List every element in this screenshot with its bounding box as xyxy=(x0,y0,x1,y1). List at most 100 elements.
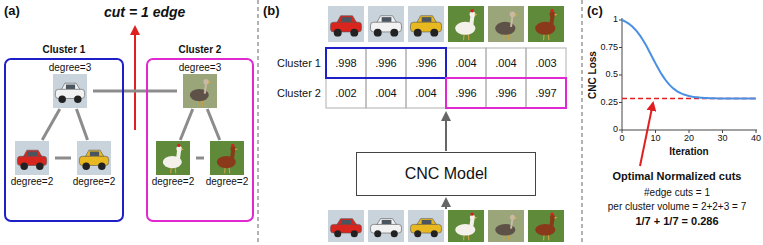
photo-thumbnail xyxy=(528,210,564,242)
axis-tick-mark xyxy=(619,102,622,103)
car-wheel xyxy=(374,230,381,237)
bird-neck xyxy=(471,219,472,229)
car-window xyxy=(422,17,432,22)
loss-curve xyxy=(622,20,756,99)
graph-edge xyxy=(76,109,87,140)
photo-background xyxy=(210,141,244,175)
table-grid xyxy=(486,48,526,78)
panel-letter: (b) xyxy=(263,4,280,18)
bird-beak xyxy=(235,148,238,150)
axis-tick: 0 xyxy=(613,125,618,135)
car-wheel xyxy=(414,230,421,237)
graph-edge xyxy=(55,157,71,160)
car-wheel xyxy=(58,95,65,102)
car-roof xyxy=(377,16,397,23)
car-roof xyxy=(417,16,437,23)
image-node: degree=2 xyxy=(71,140,117,187)
table-cell: .004 xyxy=(495,57,516,69)
photo-thumbnail xyxy=(368,210,404,242)
photo-background xyxy=(528,6,564,42)
table-cell: .002 xyxy=(335,87,356,99)
bird-neck xyxy=(178,150,179,161)
car-wheel xyxy=(98,162,105,169)
bird-beak xyxy=(475,217,478,219)
table-grid xyxy=(406,48,446,78)
cut-arrow xyxy=(134,27,136,130)
bird-beak xyxy=(475,14,478,16)
axis-title: CNC Loss xyxy=(587,51,598,99)
cluster-highlight xyxy=(326,48,446,78)
axis-tick: 0.75 xyxy=(600,43,618,53)
table-cell: .996 xyxy=(455,87,476,99)
axis-tick-mark xyxy=(756,130,757,133)
axis-tick: 0 xyxy=(619,134,624,144)
axis-tick: 0.25 xyxy=(600,98,618,108)
cut-annotation: cut = 1 edge xyxy=(104,5,185,20)
cluster-region: Cluster 2degree=3degree=2degree=2 xyxy=(146,58,254,222)
bird-neck xyxy=(551,16,552,27)
car-wheel xyxy=(36,162,43,169)
photo-background xyxy=(488,6,524,42)
photo-thumbnail xyxy=(448,210,484,242)
table-cell: .996 xyxy=(415,57,436,69)
row-label: Cluster 2 xyxy=(277,87,321,99)
photo-thumbnail xyxy=(408,210,444,242)
bird-neck xyxy=(511,219,512,229)
graph-edge xyxy=(93,90,177,93)
bird-neck xyxy=(551,219,552,229)
car-roof xyxy=(61,83,80,90)
bird-comb xyxy=(231,144,234,147)
panel-separator xyxy=(581,0,583,245)
photo-thumbnail xyxy=(156,141,190,175)
table-grid xyxy=(446,48,486,78)
car-roof xyxy=(337,219,357,225)
table-grid xyxy=(526,78,566,108)
bird-comb xyxy=(550,9,554,13)
bird-beak xyxy=(555,217,558,219)
axis-tick: 20 xyxy=(684,134,694,144)
graph-edge xyxy=(196,157,204,160)
bird-comb xyxy=(470,9,474,13)
axis-tick-mark xyxy=(689,130,690,133)
photo-background xyxy=(528,210,564,242)
image-node: degree=3 xyxy=(47,62,93,109)
photo-background xyxy=(328,6,364,42)
degree-label: degree=3 xyxy=(49,62,92,73)
photo-thumbnail xyxy=(528,6,564,42)
table-grid xyxy=(366,78,406,108)
car-wheel xyxy=(390,29,398,37)
table-cell: .996 xyxy=(375,57,396,69)
bird-beak xyxy=(515,217,518,219)
car-roof xyxy=(417,219,437,225)
bird-head xyxy=(203,79,208,84)
axis-tick-mark xyxy=(619,130,622,131)
car-wheel xyxy=(334,29,342,37)
table-cell: .004 xyxy=(375,87,396,99)
image-node: degree=3 xyxy=(177,62,223,109)
bird-beak xyxy=(515,14,518,16)
photo-thumbnail xyxy=(328,210,364,242)
annotation: per cluster volume = 2+2+3 = 7 xyxy=(608,201,746,212)
photo-background xyxy=(77,141,111,175)
image-node: degree=2 xyxy=(9,140,55,187)
bird-beak xyxy=(555,14,558,16)
axis-tick-mark xyxy=(619,20,622,21)
car-window xyxy=(342,220,352,224)
bird-beak xyxy=(181,148,184,150)
car-window xyxy=(422,220,432,224)
car-window xyxy=(66,85,75,89)
degree-label: degree=2 xyxy=(73,176,116,187)
car-wheel xyxy=(74,95,81,102)
table-grid xyxy=(486,78,526,108)
cluster-heading: Cluster 1 xyxy=(6,44,122,55)
car-wheel xyxy=(350,29,358,37)
bird-head xyxy=(510,215,515,220)
photo-background xyxy=(368,210,404,242)
car-wheel xyxy=(351,230,358,237)
bird-neck xyxy=(471,16,472,27)
photo-background xyxy=(408,210,444,242)
photo-thumbnail xyxy=(210,141,244,175)
model-label: CNC Model xyxy=(405,165,488,183)
image-node: degree=2 xyxy=(150,140,196,187)
car-roof xyxy=(85,150,104,157)
